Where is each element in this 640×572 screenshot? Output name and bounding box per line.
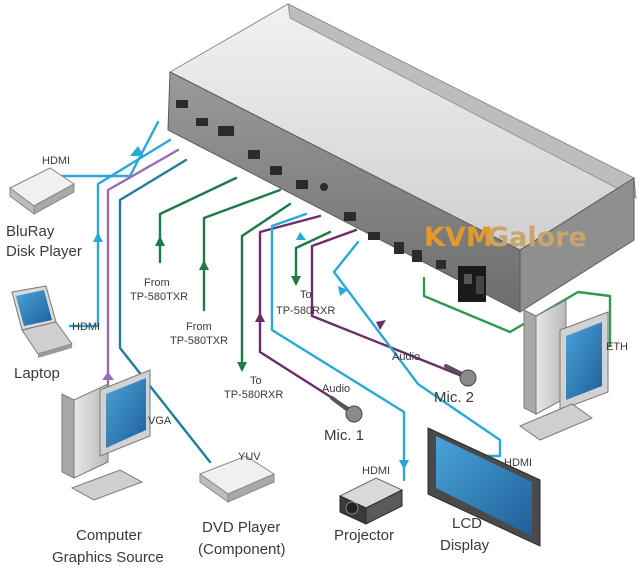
svg-text:KVM: KVM bbox=[424, 222, 493, 253]
mic1-icon bbox=[330, 396, 363, 423]
arrowheads bbox=[93, 146, 409, 470]
laptop-cable-label: HDMI bbox=[72, 321, 100, 333]
mic2-cable-label: Audio bbox=[392, 351, 420, 363]
mic2-label: Mic. 2 bbox=[434, 389, 474, 406]
computer-label-line2: Graphics Source bbox=[52, 549, 164, 566]
projector-label: Projector bbox=[334, 527, 394, 544]
svg-text:Galore: Galore bbox=[487, 222, 587, 253]
dvd-cable-label: YUV bbox=[238, 451, 261, 463]
mic2-icon bbox=[444, 364, 477, 387]
laptop-icon bbox=[11, 285, 73, 358]
from-txr-1-line1: From bbox=[144, 277, 170, 289]
cable-bluray-hdmi bbox=[58, 120, 160, 178]
mic1-label: Mic. 1 bbox=[324, 427, 364, 444]
cable-laptop-hdmi bbox=[68, 138, 172, 328]
dvd-label-line1: DVD Player bbox=[202, 519, 280, 536]
cable-audio-mic2 bbox=[310, 228, 464, 378]
computer-label-line1: Computer bbox=[76, 527, 142, 544]
bluray-label-line1: BluRay bbox=[6, 223, 55, 240]
lcd-display-icon bbox=[427, 427, 541, 547]
dvd-label-line2: (Component) bbox=[198, 541, 286, 558]
mic1-cable-label: Audio bbox=[322, 383, 350, 395]
cable-audio-mic1 bbox=[258, 214, 350, 410]
lcd-cable-label: HDMI bbox=[504, 457, 532, 469]
bluray-label-line2: Disk Player bbox=[6, 243, 82, 260]
switcher-unit bbox=[167, 3, 637, 313]
bluray-cable-label: HDMI bbox=[42, 155, 70, 167]
lcd-label-line1: LCD bbox=[452, 515, 482, 532]
from-txr-2-line1: From bbox=[186, 321, 212, 333]
bluray-player-icon bbox=[9, 167, 75, 215]
cable-to-rxr-2 bbox=[294, 230, 332, 282]
to-rxr-1-line1: To bbox=[250, 375, 262, 387]
projector-cable-label: HDMI bbox=[362, 465, 390, 477]
lcd-label-line2: Display bbox=[440, 537, 490, 554]
pc-right-icon bbox=[518, 299, 609, 441]
cable-yuv bbox=[118, 158, 212, 464]
watermark: KVM Galore bbox=[424, 222, 587, 253]
laptop-label: Laptop bbox=[14, 365, 60, 382]
computer-icon bbox=[61, 369, 151, 501]
from-txr-1-line2: TP-580TXR bbox=[130, 291, 188, 303]
cable-to-rxr-1 bbox=[240, 202, 292, 368]
cables bbox=[58, 120, 612, 482]
to-rxr-2-line2: TP-580RXR bbox=[276, 305, 335, 317]
cable-projector-hdmi bbox=[270, 212, 406, 482]
cable-lcd-hdmi bbox=[332, 240, 502, 458]
to-rxr-1-line2: TP-580RXR bbox=[224, 389, 283, 401]
from-txr-2-line2: TP-580TXR bbox=[170, 335, 228, 347]
cable-from-txr-1 bbox=[158, 176, 238, 264]
cable-from-txr-2 bbox=[202, 188, 282, 312]
eth-cable-label: ETH bbox=[606, 341, 628, 353]
rear-ports bbox=[176, 100, 486, 302]
projector-icon bbox=[338, 477, 404, 525]
computer-cable-label: VGA bbox=[148, 415, 172, 427]
cable-eth bbox=[422, 276, 612, 348]
dvd-player-icon bbox=[198, 455, 276, 503]
to-rxr-2-line1: To bbox=[300, 289, 312, 301]
